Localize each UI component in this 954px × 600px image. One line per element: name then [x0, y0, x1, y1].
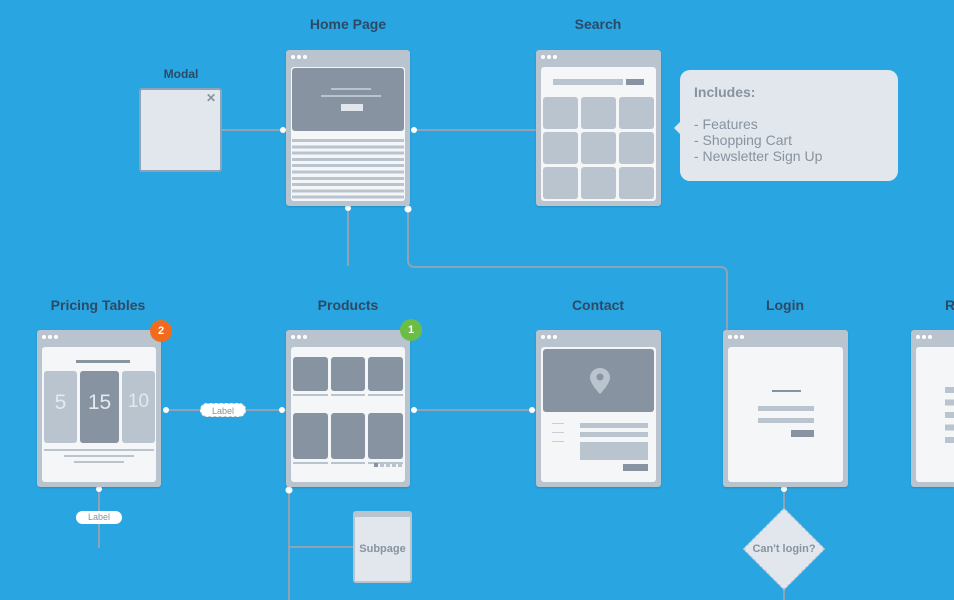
product-grid [293, 357, 403, 467]
subpage-label: Subpage [359, 543, 406, 555]
price-card: 5 [44, 371, 77, 443]
pricing-tables-node[interactable]: 5 15 10 [37, 330, 161, 487]
callout-heading: Includes: [694, 84, 756, 100]
contact-node[interactable] [536, 330, 661, 487]
partial-node[interactable] [911, 330, 954, 487]
connector-products-subpage [288, 490, 353, 600]
price-value: 15 [87, 391, 112, 414]
title-login: Login [765, 297, 805, 313]
text-lines [292, 139, 404, 201]
callout-item: - Shopping Cart [694, 132, 793, 148]
search-page-node[interactable] [536, 50, 661, 206]
includes-callout: Includes: - Features - Shopping Cart - N… [674, 70, 898, 181]
title-home: Home Page [309, 16, 387, 32]
login-button [791, 430, 814, 437]
products-node[interactable] [286, 330, 410, 487]
map-block [543, 349, 654, 412]
connector-label[interactable]: Label [200, 403, 246, 417]
result-grid [541, 95, 656, 201]
title-products: Products [317, 297, 379, 313]
search-button [626, 79, 644, 85]
window-dots-icon [541, 55, 557, 59]
window-dots-icon [541, 335, 557, 339]
subpage-node[interactable]: Subpage [353, 511, 412, 583]
title-pricing: Pricing Tables [50, 297, 146, 313]
price-card-featured: 15 [80, 371, 119, 443]
connector-home-login [407, 208, 728, 330]
username-field [758, 406, 814, 411]
callout-item: - Newsletter Sign Up [694, 148, 823, 164]
callout-item: - Features [694, 116, 758, 132]
modal-node[interactable]: ✕ [139, 88, 222, 172]
badge-1: 1 [400, 319, 422, 341]
window-dots-icon [291, 55, 307, 59]
title-contact: Contact [571, 297, 625, 313]
hero-block [292, 68, 404, 131]
search-input [553, 79, 623, 85]
title-modal: Modal [163, 67, 199, 81]
price-value: 10 [127, 391, 150, 412]
map-pin-icon [590, 368, 610, 394]
price-card: 10 [122, 371, 155, 443]
price-value: 5 [54, 391, 67, 414]
connector-label[interactable]: Label [76, 511, 122, 524]
window-dots-icon [728, 335, 744, 339]
window-dots-icon [291, 335, 307, 339]
window-dots-icon [42, 335, 58, 339]
password-field [758, 418, 814, 423]
window-dots-icon [916, 335, 932, 339]
login-node[interactable] [723, 330, 848, 487]
title-partial: R [945, 297, 954, 313]
pagination [374, 463, 402, 467]
decision-label: Can't login? [752, 543, 816, 555]
close-icon[interactable]: ✕ [205, 91, 216, 105]
home-page-node[interactable] [286, 50, 410, 206]
title-search: Search [574, 16, 622, 32]
badge-2: 2 [150, 320, 172, 342]
